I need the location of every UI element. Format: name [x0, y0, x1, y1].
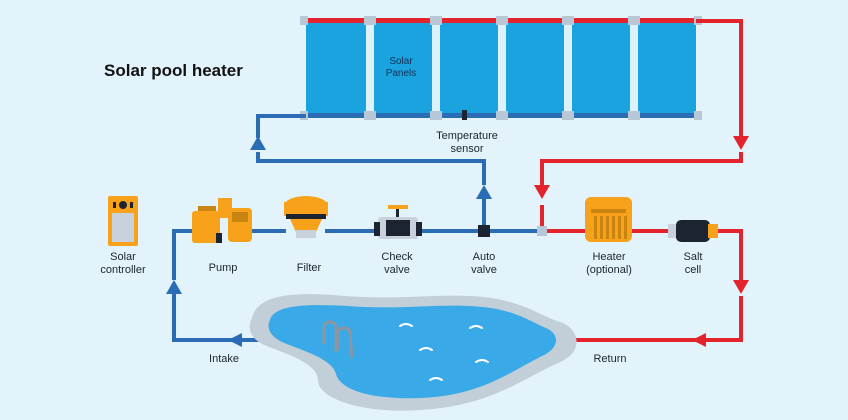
check-valve-label: Check valve: [381, 251, 413, 276]
temperature-sensor: [462, 110, 467, 120]
arrow-up-icon: [476, 185, 492, 199]
intake-label: Intake: [209, 353, 239, 365]
salt-cell-icon: [668, 220, 718, 242]
salt-cell-label: Salt cell: [683, 251, 703, 276]
heater-label: Heater (optional): [586, 251, 632, 276]
arrow-down-icon: [534, 185, 550, 199]
pipe-junction: [537, 226, 547, 236]
arrow-up-icon: [250, 136, 266, 150]
pump-icon: [192, 198, 252, 243]
solar-controller-icon: [108, 196, 138, 246]
filter-label: Filter: [296, 262, 322, 274]
pump-label: Pump: [208, 262, 238, 274]
solar-panels-label: Solar Panels: [385, 56, 417, 79]
arrow-down-icon: [733, 280, 749, 294]
cold-arrows: [166, 136, 492, 347]
return-label: Return: [593, 353, 627, 365]
pool-ladder-icon: [322, 320, 354, 359]
auto-valve-icon: [478, 225, 490, 237]
filter-icon: [284, 196, 328, 238]
solar-panels: [300, 16, 702, 120]
arrow-down-icon: [733, 136, 749, 150]
page-title: Solar pool heater: [104, 61, 243, 80]
hot-arrows: [534, 136, 749, 347]
auto-valve-label: Auto valve: [471, 251, 497, 276]
check-valve-icon: [374, 205, 422, 239]
arrow-left-icon: [692, 333, 706, 347]
arrow-left-icon: [228, 333, 242, 347]
solar-controller-label: Solar controller: [100, 251, 146, 276]
heater-icon: [585, 197, 632, 242]
pool-icon: [249, 294, 577, 411]
arrow-up-icon: [166, 280, 182, 294]
temperature-sensor-label: Temperature sensor: [436, 130, 498, 155]
